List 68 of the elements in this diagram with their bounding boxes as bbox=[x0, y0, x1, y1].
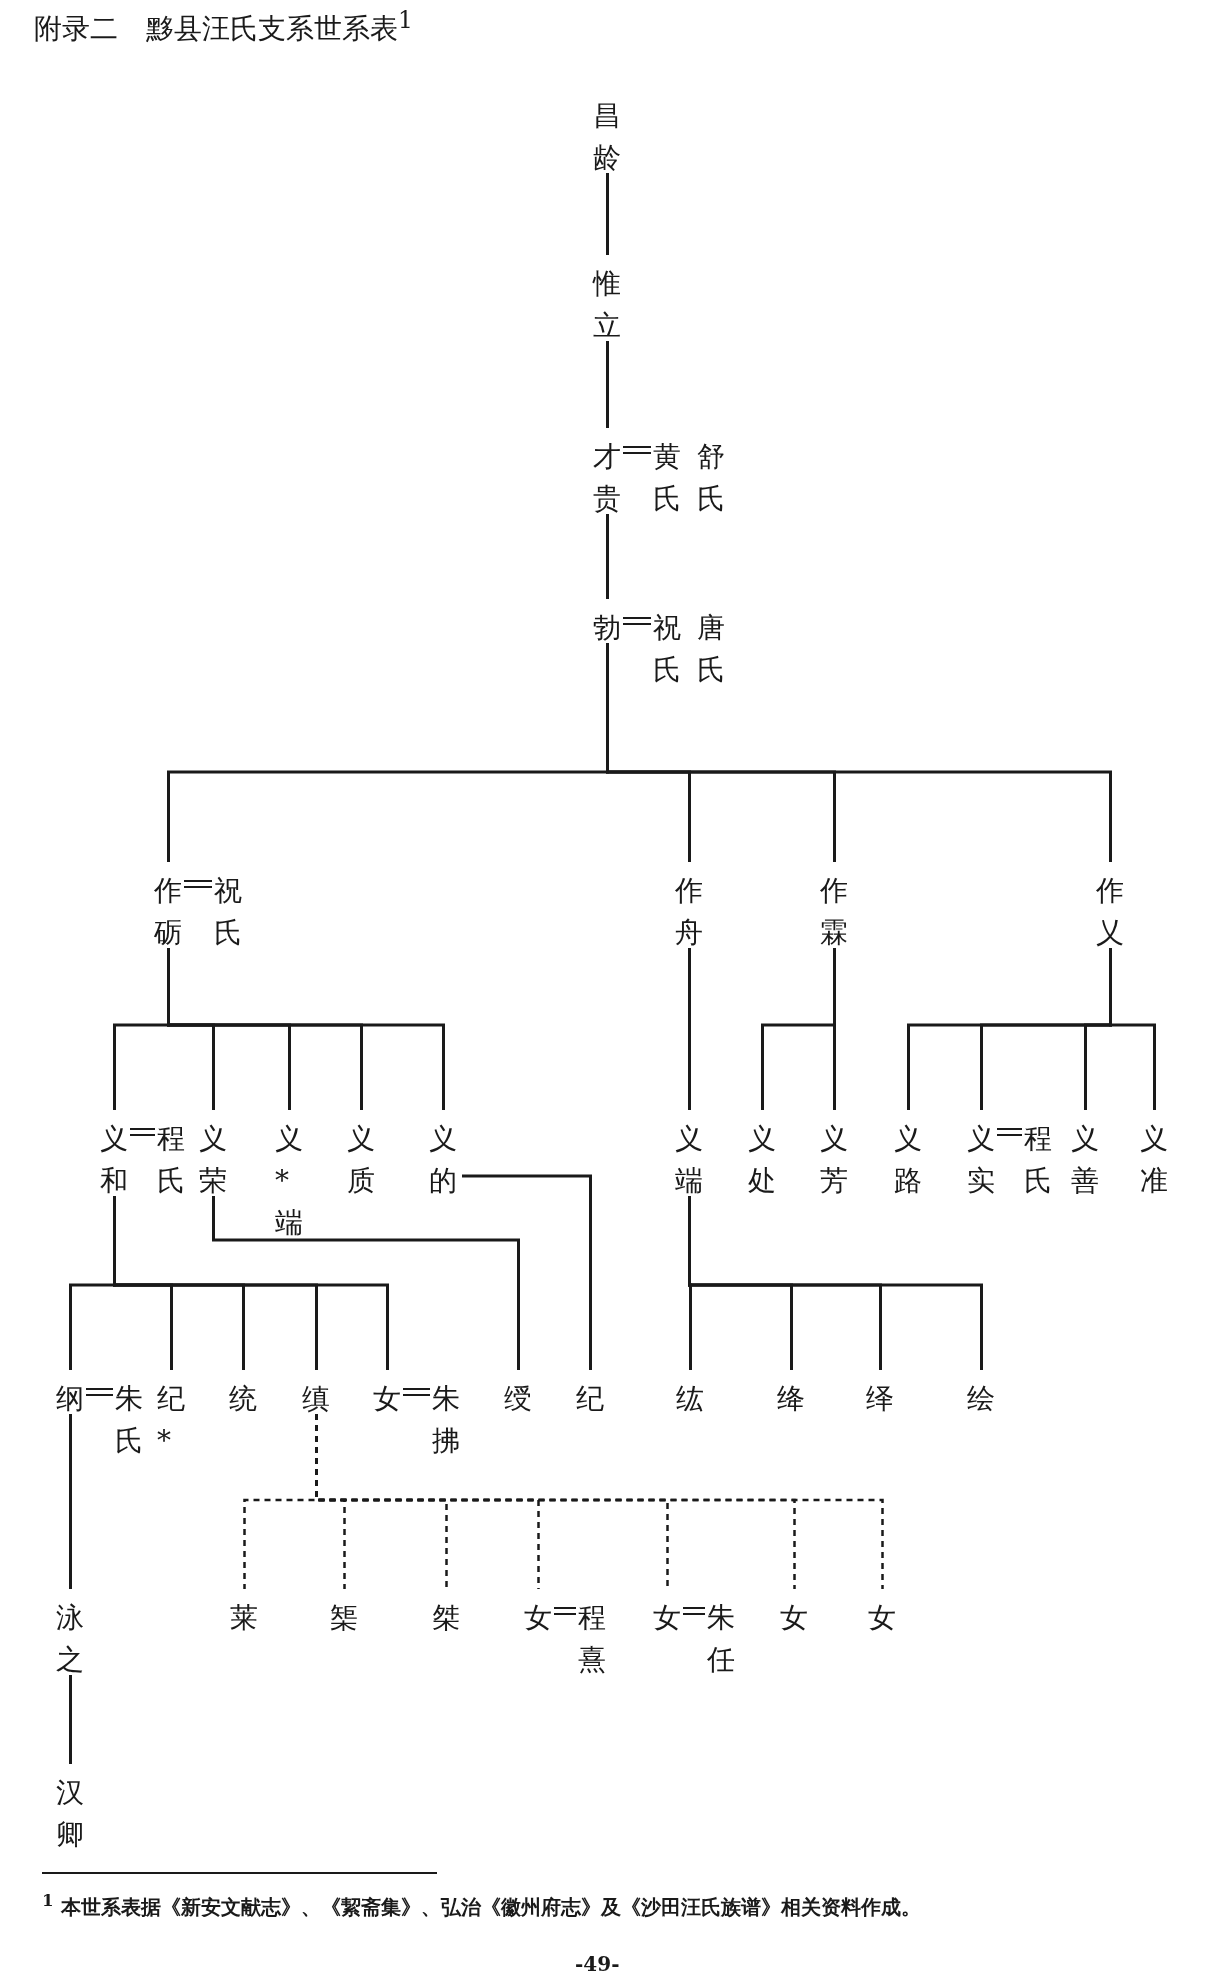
name-text: 绘 bbox=[967, 1381, 996, 1417]
spouse-text: 朱拂 bbox=[432, 1381, 461, 1459]
name-text: 绶 bbox=[504, 1381, 533, 1417]
name-text: 义芳 bbox=[820, 1121, 849, 1199]
name-text: 义端 bbox=[675, 1121, 704, 1199]
name-text: 作舟 bbox=[675, 873, 704, 951]
name-text: 纲 bbox=[56, 1381, 85, 1417]
spouse-text: 程氏 bbox=[1024, 1121, 1053, 1199]
name-text: 惟立 bbox=[593, 266, 622, 344]
name-text: 缜 bbox=[302, 1381, 331, 1417]
name-text: 义的 bbox=[429, 1121, 458, 1199]
name-text: 昌龄 bbox=[593, 98, 622, 176]
name-text: 作霖 bbox=[820, 873, 849, 951]
lineage-line bbox=[113, 1196, 389, 1370]
name-text: 义准 bbox=[1140, 1121, 1169, 1199]
name-text: 女 bbox=[868, 1600, 897, 1636]
lineage-line bbox=[69, 1675, 72, 1764]
name-text: 义荣 bbox=[199, 1121, 228, 1199]
spouse-text: 程熹 bbox=[578, 1600, 607, 1678]
name-text: 女 bbox=[780, 1600, 809, 1636]
name-text: 作砺 bbox=[154, 873, 183, 951]
name-text: 义善 bbox=[1071, 1121, 1100, 1199]
lineage-line bbox=[688, 948, 691, 1110]
lineage-line bbox=[167, 948, 445, 1110]
lineage-line bbox=[69, 1414, 72, 1589]
name-text: 莱 bbox=[230, 1600, 259, 1636]
lineage-line bbox=[606, 173, 609, 255]
name-text: 才贵 bbox=[593, 439, 622, 517]
lineage-line bbox=[606, 341, 609, 428]
name-text: 义质 bbox=[347, 1121, 376, 1199]
name-text: 纮 bbox=[676, 1381, 705, 1417]
spouse-text: 朱氏 bbox=[115, 1381, 144, 1459]
spouse-text: 程氏 bbox=[157, 1121, 186, 1199]
name-text: 义路 bbox=[894, 1121, 923, 1199]
name-text: 泳之 bbox=[56, 1600, 85, 1678]
name-text: 义*端 bbox=[275, 1121, 304, 1241]
name-text: 绛 bbox=[777, 1381, 806, 1417]
name-text: 义实 bbox=[967, 1121, 996, 1199]
name-text: 榘 bbox=[330, 1600, 359, 1636]
spouse-text: 唐氏 bbox=[697, 610, 726, 688]
name-text: 纪* bbox=[157, 1381, 186, 1459]
lineage-line bbox=[606, 514, 609, 599]
lineage-line bbox=[212, 1196, 520, 1370]
name-text: 汉卿 bbox=[56, 1775, 85, 1853]
name-text: 女 bbox=[653, 1600, 682, 1636]
lineage-line bbox=[833, 948, 836, 1110]
name-text: 义和 bbox=[100, 1121, 129, 1199]
name-text: 桀 bbox=[432, 1600, 461, 1636]
spouse-text: 祝氏 bbox=[214, 873, 243, 951]
name-text: 绎 bbox=[866, 1381, 895, 1417]
name-text: 作乂 bbox=[1096, 873, 1125, 951]
lineage-line bbox=[606, 643, 1112, 862]
title: 附录二 黟县汪氏支系世系表$^{1}$ bbox=[34, 6, 413, 48]
lineage-line bbox=[462, 1174, 592, 1370]
spouse-text: 祝氏 bbox=[653, 610, 682, 688]
spouse-text: 黄氏 bbox=[653, 439, 682, 517]
name-text: 纪 bbox=[576, 1381, 605, 1417]
name-text: 女 bbox=[524, 1600, 553, 1636]
name-text: 勃 bbox=[593, 610, 622, 646]
lineage-line bbox=[315, 1414, 884, 1589]
name-text: 统 bbox=[229, 1381, 258, 1417]
footnote: $^{1}$ 本世系表据《新安文献志》、《絜斋集》、弘治《徽州府志》及《沙田汪氏族谱》相关资料作成。 bbox=[42, 1890, 921, 1921]
page-number: -49- bbox=[575, 1952, 620, 1976]
spouse-text: 舒氏 bbox=[697, 439, 726, 517]
name-text: 女 bbox=[373, 1381, 402, 1417]
lineage-line bbox=[688, 1196, 983, 1370]
spouse-text: 朱任 bbox=[707, 1600, 736, 1678]
name-text: 义处 bbox=[748, 1121, 777, 1199]
